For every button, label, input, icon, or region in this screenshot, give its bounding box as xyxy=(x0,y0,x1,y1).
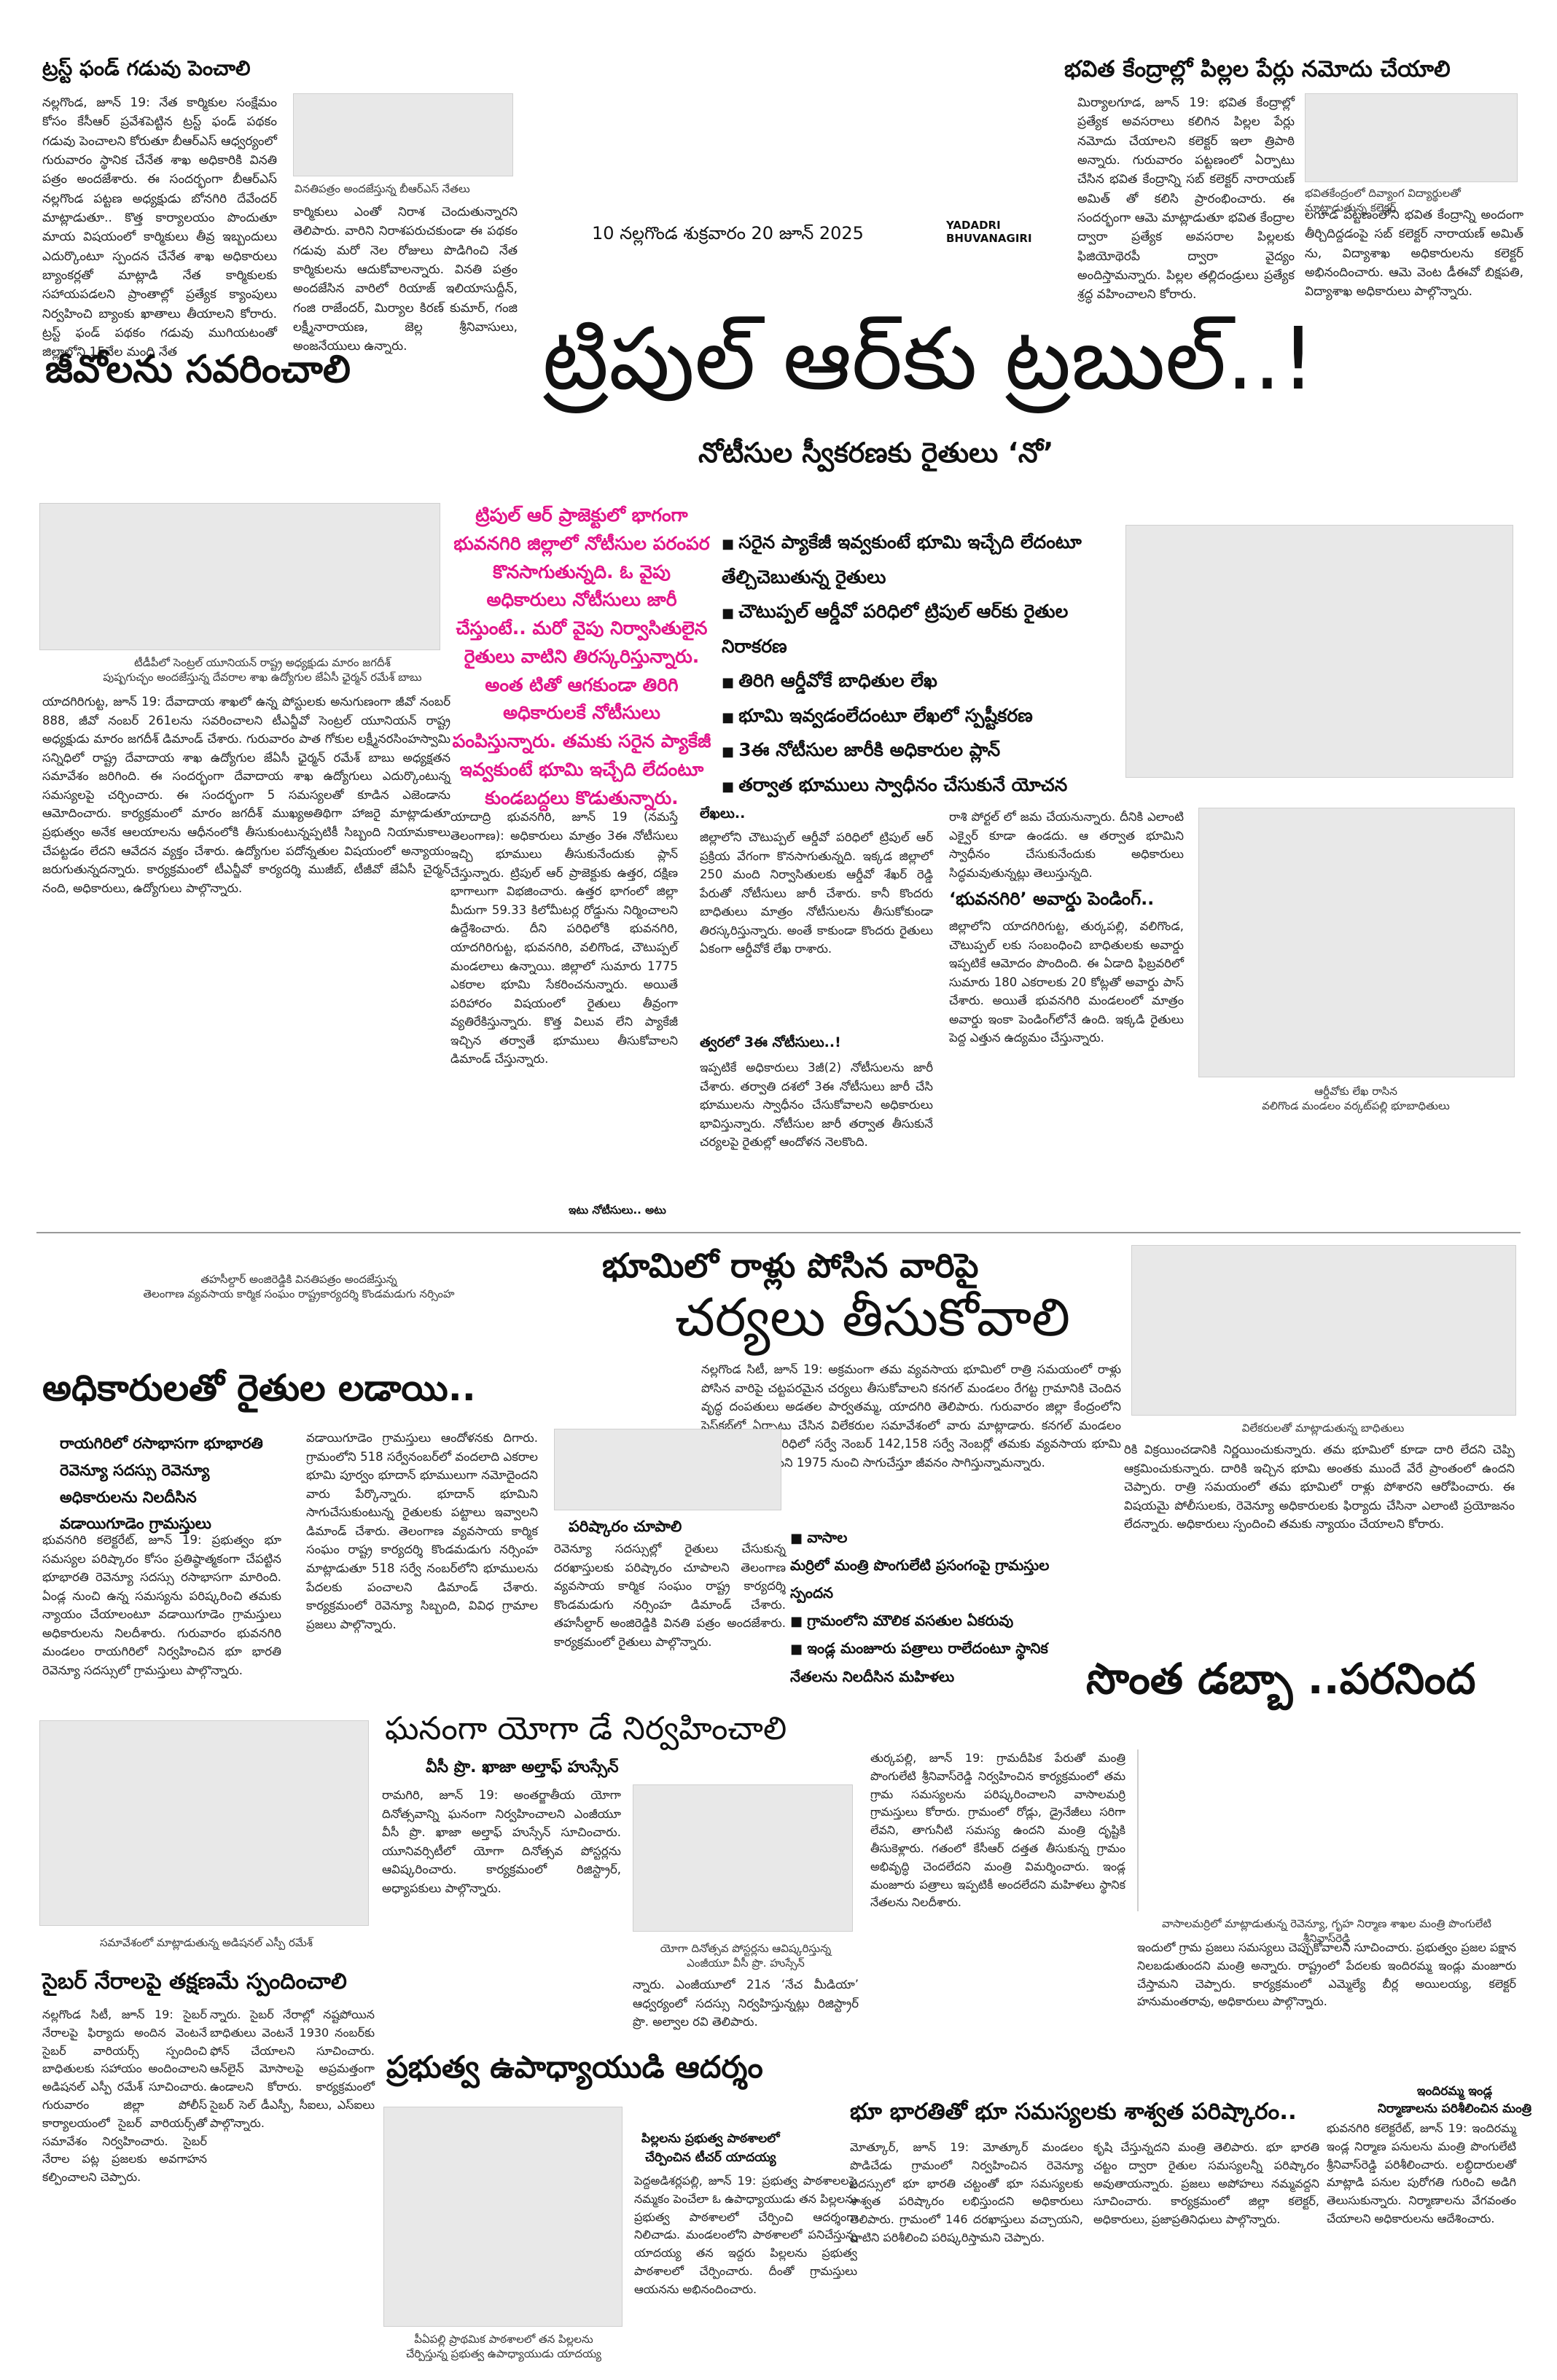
lead-left-text: యాదగిరిగుట్ట, జూన్ 19: దేవాదాయ శాఖలో ఉన్… xyxy=(42,695,450,895)
lead-bullet: తర్వాత భూములు స్వాధీనం చేసుకునే యోచన xyxy=(722,768,1115,803)
divider xyxy=(36,1232,1521,1233)
minister-text: తుర్కపల్లి, జూన్ 19: గ్రామదీపిక పేరుతో మ… xyxy=(870,1751,1125,1910)
trust-fund-headline: ట్రస్ట్ ఫండ్ గడువు పెంచాలి xyxy=(42,56,251,80)
cyber-text2: న్నారు. సైబర్ నేరాల్లో నష్టపోయిన బాధితుల… xyxy=(210,2008,375,2130)
officials-headline: అధికారులతో రైతుల లడాయి.. xyxy=(42,1367,476,1409)
lead-col2-head2: త్వరలో 3ఈ నోటీసులు..! xyxy=(700,1034,841,1050)
minister-bullet: ఇండ్ల మంజూరు పత్రాలు రాలేదంటూ స్థానిక నే… xyxy=(790,1634,1096,1690)
minister-photo xyxy=(1137,1749,1139,1911)
lead-headline: ట్రిపుల్ ఆర్‌కు ట్రబుల్..! xyxy=(542,308,1316,409)
officials-caption: తహసీల్దార్ అంజిరెడ్డికి వినతిపత్రం అందజే… xyxy=(143,1273,455,1300)
issue-date: శుక్రవారం 20 జూన్ 2025 xyxy=(683,223,864,243)
lead-bullet: చౌటుప్పల్ ఆర్డీవో పరిధిలో ట్రిపుల్ ఆర్‌క… xyxy=(722,594,1115,663)
lead-bullet: భూమి ఇవ్వడంలేదంటూ లేఖలో స్పష్టీకరణ xyxy=(722,698,1115,733)
lead-col3: రాశి పోర్టల్ లో జమ చేయనున్నారు. దీనికి ఎ… xyxy=(949,810,1184,880)
birth-register-photo xyxy=(1305,93,1518,182)
cyber-photo xyxy=(39,1720,369,1926)
district-name: నల్లగొండ xyxy=(620,223,678,243)
lead-photo-left xyxy=(39,503,440,650)
trust-fund-caption: వినతిపత్రం అందజేస్తున్న బీఆర్ఎస్ నేతలు xyxy=(294,182,470,195)
lead-subheadline: నోటీసుల స్వీకరణకు రైతులు ‘నో’ xyxy=(698,437,1054,469)
minister-bullet: వాసాలమర్రిలో మంత్రి పొంగులేటి ప్రసంగంపై … xyxy=(790,1523,1096,1607)
teacher-text: పెద్దఅడిశర్లపల్లి, జూన్ 19: ప్రభుత్వ పాఠ… xyxy=(634,2174,857,2296)
lead-col2b: ఇప్పటికే అధికారులు 3జీ(2) నోటీసులను జారీ… xyxy=(700,1061,933,1150)
bhubharathi-text: మోత్కూర్, జూన్ 19: మోత్కూర్ మండలం పొడిచే… xyxy=(850,2140,1083,2244)
officials-photo xyxy=(554,1429,781,1510)
trust-fund-text: నల్లగొండ, జూన్ 19: నేత కార్మికుల సంక్షేమ… xyxy=(42,95,277,360)
minister-text2: ఇందులో గ్రామ ప్రజలు సమస్యలు చెప్పుకోవాలన… xyxy=(1137,1940,1516,2009)
rocks-text2: రికి విక్రయించడానికి నిర్ణయించుకున్నారు.… xyxy=(1124,1443,1515,1532)
birth-register-caption: భవితకేంద్రంలో దివ్యాంగ విద్యార్థులతో మాట… xyxy=(1305,187,1461,214)
officials-text3: రెవెన్యూ సదస్సుల్లో రైతులు చేసుకున్న దరఖ… xyxy=(554,1542,786,1649)
cyber-headline: సైబర్ నేరాలపై తక్షణమే స్పందించాలి xyxy=(42,1969,347,1994)
teacher-subhead: పిల్లలను ప్రభుత్వ పాఠశాలలో చేర్పించిన టీ… xyxy=(641,2131,780,2165)
minister-bullet: గ్రామంలోని మౌలిక వసతుల ఏకరువు xyxy=(790,1607,1096,1634)
yoga-caption: యోగా దినోత్సవ పోస్టర్లను ఆవిష్కరిస్తున్న… xyxy=(660,1942,832,1970)
officials-subhead: రాయగిరిలో రసాభాసగా భూభారతి రెవెన్యూ సదస్… xyxy=(60,1435,263,1533)
bhubharathi-text2: కృషి చేస్తున్నదని మంత్రి తెలిపారు. భూ భా… xyxy=(1093,2140,1319,2227)
cyber-text: నల్లగొండ సిటీ, జూన్ 19: సైబర్ నేరాలపై ఫి… xyxy=(42,2008,207,2185)
minister-caption: వాసాలమర్రిలో మాట్లాడుతున్న రెవెన్యూ, గృహ… xyxy=(1161,1917,1492,1945)
rocks-photo xyxy=(1131,1245,1516,1416)
teacher-caption: పీఏపల్లి ప్రాథమిక పాఠశాలలో తన పిల్లలను చ… xyxy=(405,2333,602,2360)
yoga-headline: ఘనంగా యోగా డే నిర్వహించాలి xyxy=(385,1710,787,1747)
lead-photo-caption: ఆర్డీవోకు లేఖ రాసిన వలిగొండ మండలం వర్కట్… xyxy=(1262,1085,1450,1112)
officials-text2: వడాయిగూడెం గ్రామస్తులు ఆందోళనకు దిగారు. … xyxy=(306,1431,538,1631)
rocks-caption: విలేకరులతో మాట్లాడుతున్న బాధితులు xyxy=(1241,1421,1405,1435)
birth-register-headline: భవిత కేంద్రాల్లో పిల్లల పేర్లు నమోదు చేయ… xyxy=(1064,56,1451,82)
yoga-photo xyxy=(633,1784,853,1932)
lead-kicker: జీవోలను సవరించాలి xyxy=(45,348,351,391)
lead-photo-right xyxy=(1198,808,1515,1077)
minister-sub2: ఇందిరమ్మ ఇండ్ల నిర్మాణాలను పరిశీలించిన మ… xyxy=(1378,2084,1532,2116)
lead-col1: యాదాద్రి భువనగిరి, జూన్ 19 (నమస్తే తెలంగ… xyxy=(450,810,678,1066)
lead-col3-head: ‘భువనగిరి’ అవార్డు పెండింగ్.. xyxy=(949,889,1155,909)
officials-photo-spacer xyxy=(39,1244,545,1273)
cyber-caption: సమావేశంలో మాట్లాడుతున్న అడిషనల్ ఎస్పీ రమ… xyxy=(99,1936,313,1949)
page-number: 10 xyxy=(592,223,614,243)
bhubharathi-headline: భూ భారతితో భూ సమస్యలకు శాశ్వత పరిష్కారం.… xyxy=(850,2099,1297,2125)
minister-headline: సొంత డబ్బా ..పరనింద xyxy=(1086,1654,1476,1704)
rocks-headline-2: చర్యలు తీసుకోవాలి xyxy=(675,1287,1071,1348)
birth-register-text: మిర్యాలగూడ, జూన్ 19: భవిత కేంద్రాల్లో ప్… xyxy=(1077,95,1295,303)
rocks-text: నల్లగొండ సిటీ, జూన్ 19: అక్రమంగా తమ వ్యవ… xyxy=(701,1362,1121,1470)
section-label: YADADRI BHUVANAGIRI xyxy=(946,219,1032,245)
lead-pink-box: ట్రిపుల్ ఆర్ ప్రాజెక్టులో భాగంగా భువనగిర… xyxy=(452,504,711,808)
yoga-text: రామగిరి, జూన్ 19: అంతర్జాతీయ యోగా దినోత్… xyxy=(382,1788,621,1895)
masthead-page-date: 10 నల్లగొండ శుక్రవారం 20 జూన్ 2025 xyxy=(592,223,864,248)
birth-register-text2: లగూడ పట్టణంలోని భవిత కేంద్రాన్ని అందంగా … xyxy=(1305,208,1523,300)
lead-bullet: 3ఈ నోటీసుల జారీకి అధికారుల ప్లాన్ xyxy=(722,733,1115,768)
trust-fund-photo xyxy=(293,93,513,176)
officials-text: భువనగిరి కలెక్టరేట్, జూన్ 19: ప్రభుత్వం … xyxy=(42,1533,281,1677)
lead-bullet: తిరిగి ఆర్డీవోకే బాధితుల లేఖ xyxy=(722,663,1115,698)
lead-col2-head: లేఖలు.. xyxy=(700,805,746,822)
minister-bullets: వాసాలమర్రిలో మంత్రి పొంగులేటి ప్రసంగంపై … xyxy=(790,1523,1096,1690)
lead-col2: జిల్లాలోని చౌటుప్పల్ ఆర్డీవో పరిధిలో ట్ర… xyxy=(700,830,933,956)
lead-left-caption: టీడీపీలో సెంట్రల్ యూనియన్ రాష్ట్ర అధ్యక్… xyxy=(103,656,422,684)
lead-col1-tail: ఇటు నోటీసులు.. అటు xyxy=(569,1203,666,1217)
teacher-headline: ప్రభుత్వ ఉపాధ్యాయుడి ఆదర్శం xyxy=(386,2049,763,2085)
yoga-text2: న్నారు. ఎంజీయూలో 21న ‘నేచ మీడియా’ ఆధ్వర్… xyxy=(633,1978,859,2029)
lead-bullet: సరైన ప్యాకేజీ ఇవ్వకుంటే భూమి ఇచ్చేది లేద… xyxy=(722,525,1115,594)
officials-sub2: పరిష్కారం చూపాలి xyxy=(569,1518,682,1535)
lead-photo-top xyxy=(1125,525,1513,778)
yoga-byline: వీసీ ప్రొ. ఖాజా అల్తాఫ్ హుస్సేన్ xyxy=(426,1758,619,1776)
teacher-photo xyxy=(383,2107,623,2327)
rocks-headline-1: భూమిలో రాళ్లు పోసిన వారిపై xyxy=(602,1246,979,1285)
lead-bullets: సరైన ప్యాకేజీ ఇవ్వకుంటే భూమి ఇచ్చేది లేద… xyxy=(722,525,1115,802)
minister-text3: భువనగిరి కలెక్టరేట్, జూన్ 19: ఇందిరమ్మ ఇ… xyxy=(1327,2121,1516,2225)
trust-fund-text2: కార్మికులు ఎంతో నిరాశ చెందుతున్నారని తెల… xyxy=(293,205,518,354)
lead-col3b: జిల్లాలోని యాదగిరిగుట్ట, తుర్కపల్లి, వలి… xyxy=(949,919,1184,1045)
